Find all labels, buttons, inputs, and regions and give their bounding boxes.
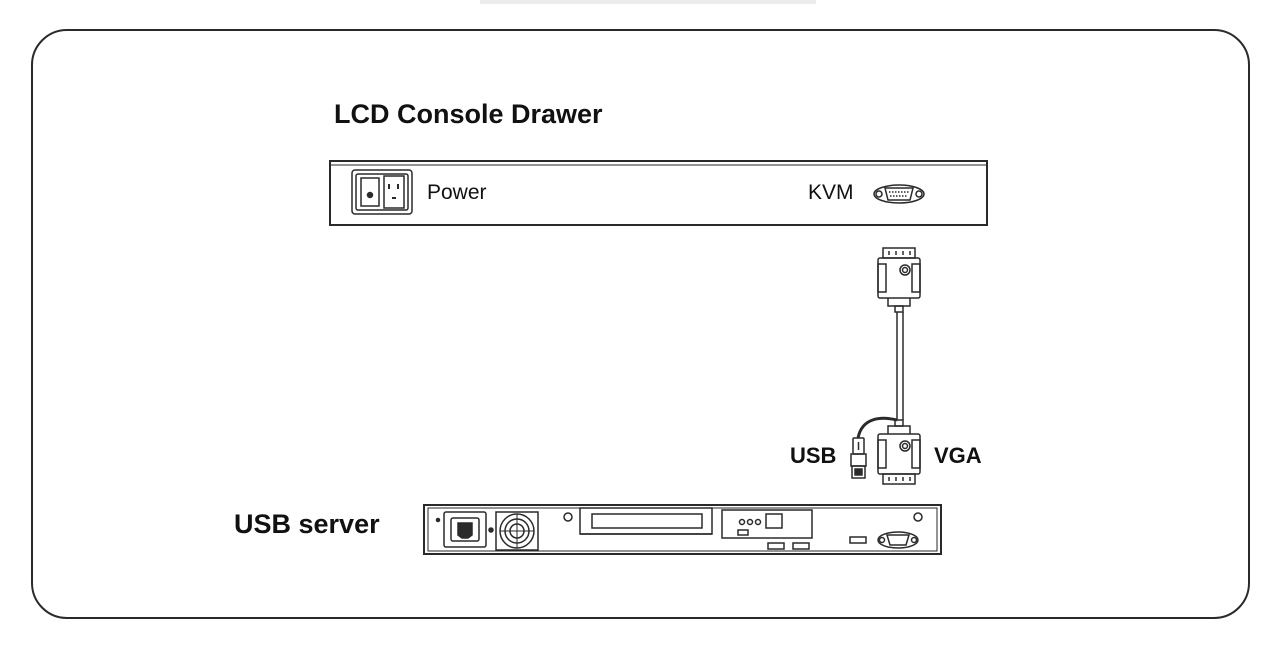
kvm-label: KVM xyxy=(808,181,854,204)
usb-plug-icon xyxy=(850,437,867,479)
usb-server xyxy=(423,504,942,555)
drawer-title: LCD Console Drawer xyxy=(334,99,603,129)
diagram-frame xyxy=(31,29,1250,619)
vga-connector-icon xyxy=(877,419,921,485)
vga-label: VGA xyxy=(934,443,982,468)
vga-cable xyxy=(896,312,904,420)
usb-cable xyxy=(856,416,898,439)
fan-icon xyxy=(495,511,539,551)
power-label: Power xyxy=(427,181,487,204)
power-inlet-icon xyxy=(351,169,413,215)
top-strip xyxy=(480,0,816,4)
lcd-console-drawer xyxy=(329,160,988,226)
usb-label: USB xyxy=(790,443,837,468)
vga-port-icon xyxy=(873,184,925,204)
vga-connector-icon xyxy=(877,247,921,313)
server-label: USB server xyxy=(234,509,380,539)
